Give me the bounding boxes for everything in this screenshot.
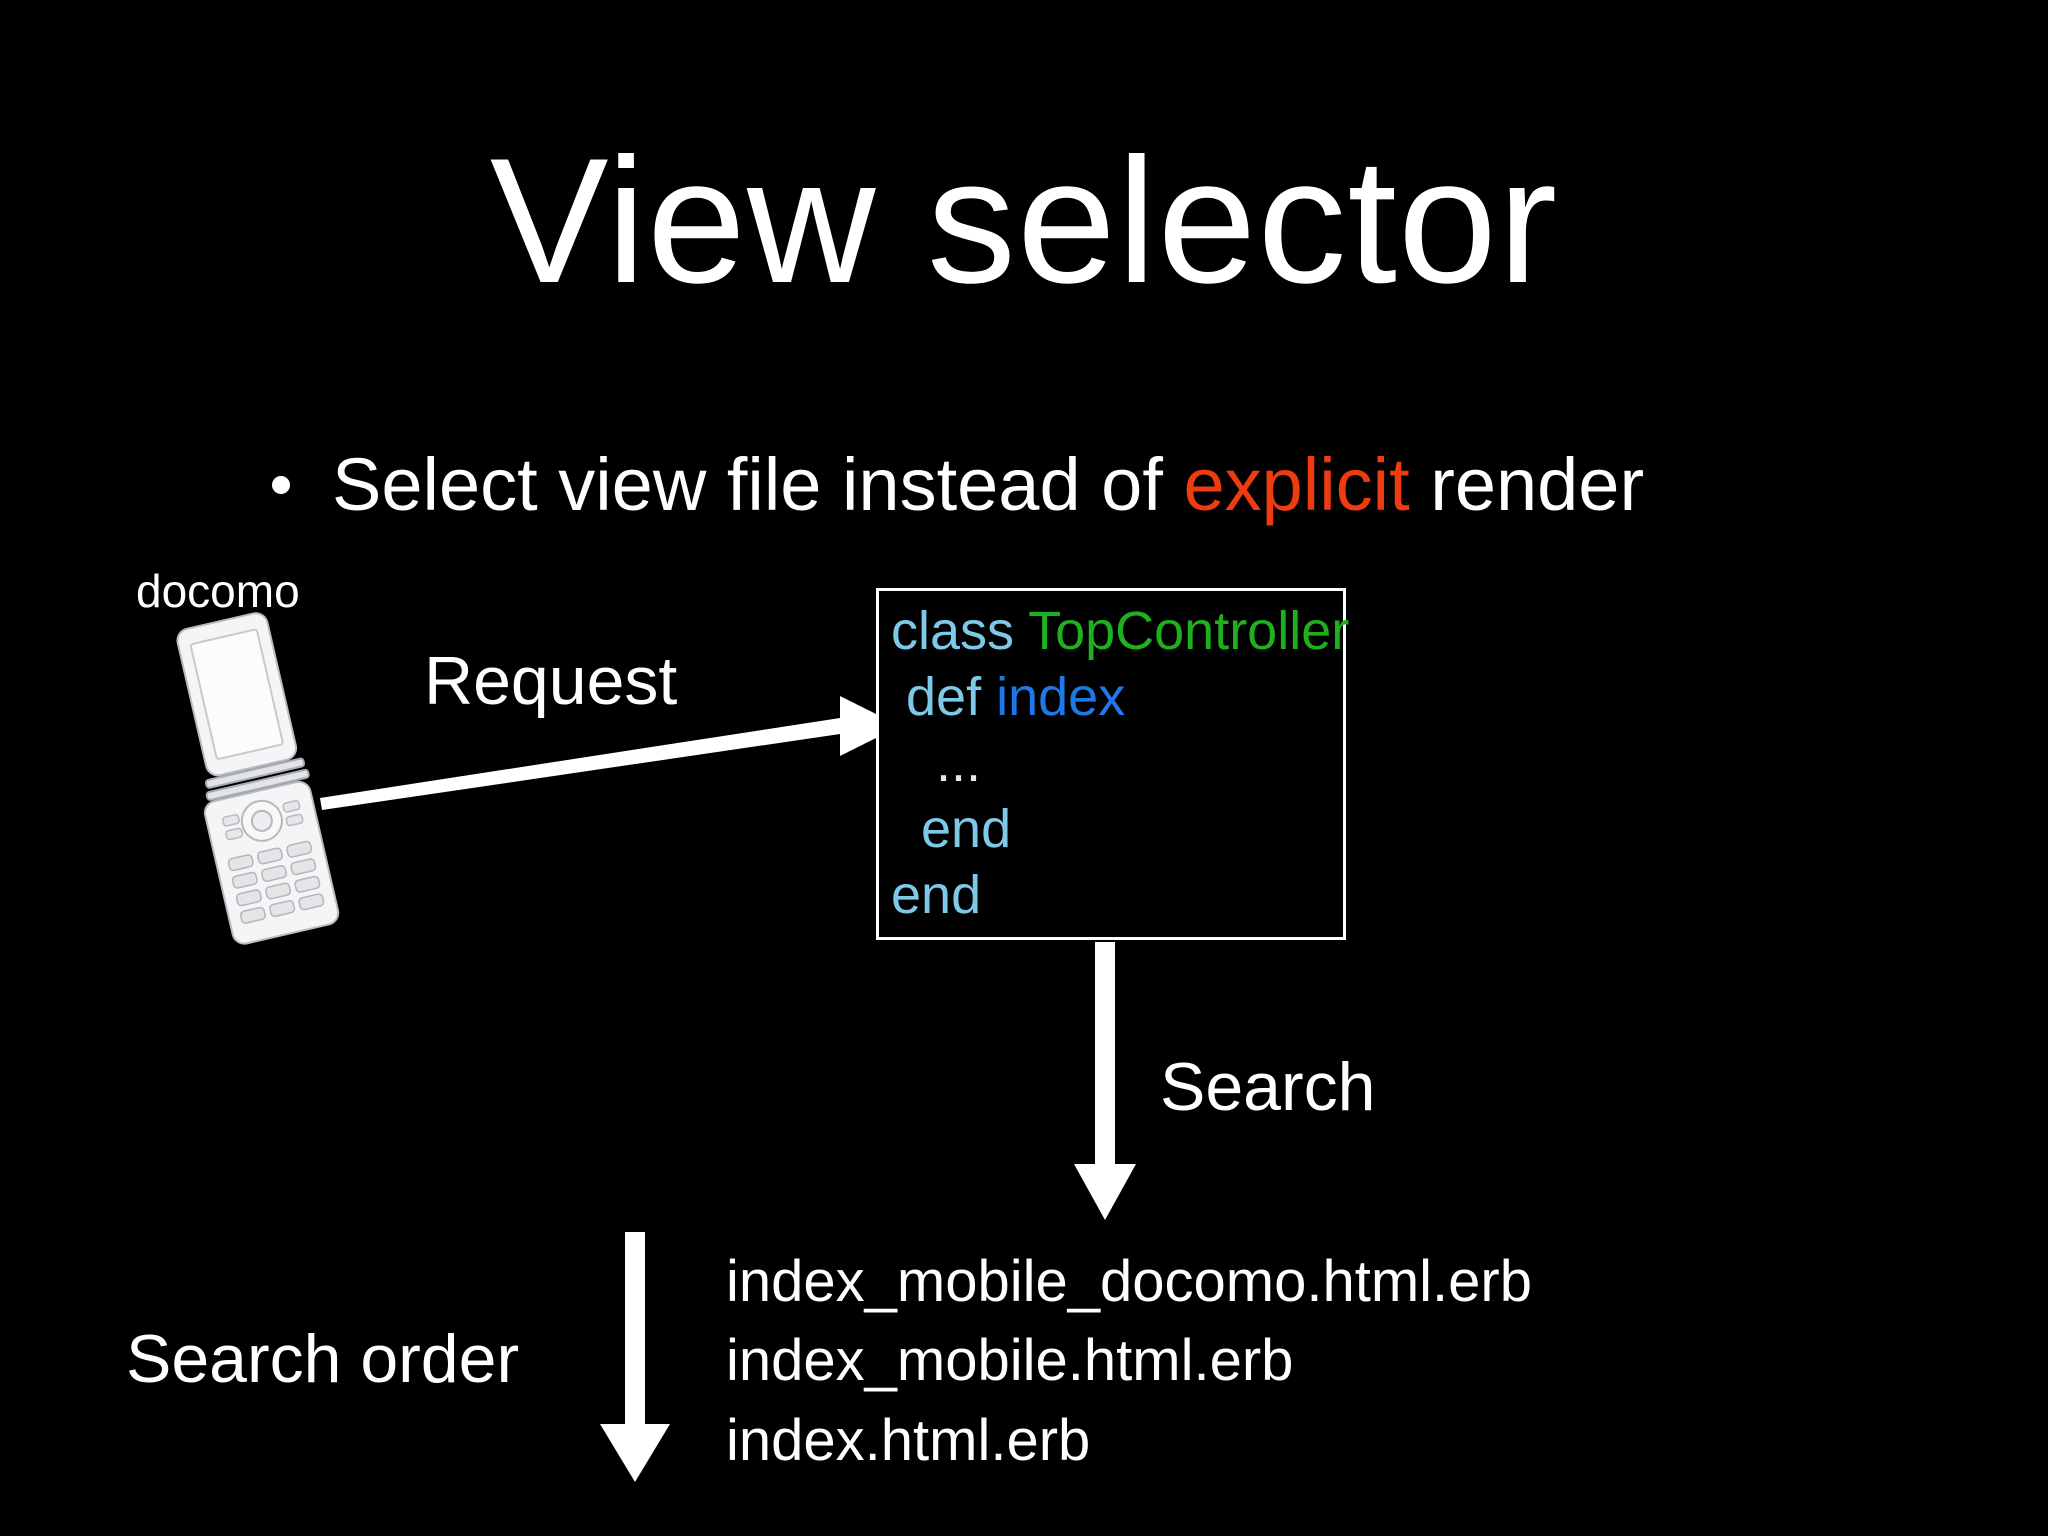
code-line-5: end	[891, 863, 1349, 929]
code-class-name: TopController	[1028, 601, 1350, 661]
bullet-marker-icon	[272, 475, 290, 494]
code-keyword-end-inner: end	[921, 798, 1012, 859]
carrier-label: docomo	[136, 565, 300, 617]
flip-phone-icon	[132, 608, 372, 948]
list-item: index.html.erb	[726, 1407, 1091, 1473]
code-line-4: end	[891, 797, 1349, 863]
request-label: Request	[424, 643, 678, 719]
code-keyword-def: def	[906, 666, 982, 727]
arrow-down-icon	[1070, 942, 1150, 1224]
list-item: index_mobile_docomo.html.erb	[726, 1249, 1532, 1314]
view-file-list: index_mobile_docomo.html.erb index_mobil…	[726, 1242, 1532, 1480]
code-method-name: index	[996, 666, 1126, 727]
bullet-text-before: Select view file instead of	[332, 443, 1184, 526]
list-item: index_mobile.html.erb	[726, 1328, 1294, 1394]
code-ellipsis: ...	[936, 732, 982, 793]
code-keyword-class: class	[891, 601, 1015, 661]
search-order-label: Search order	[126, 1321, 520, 1397]
code-line-2: def index	[891, 665, 1349, 731]
arrow-right-icon	[300, 680, 900, 820]
code-lines: class TopController def index ... end en…	[891, 599, 1349, 928]
code-snippet-box: class TopController def index ... end en…	[876, 588, 1349, 940]
search-order-arrow-icon	[598, 1232, 674, 1486]
code-line-3: ...	[891, 731, 1349, 797]
bullet-text-after: render	[1409, 443, 1645, 526]
page-title: View selector	[489, 121, 1559, 320]
code-keyword-end-outer: end	[891, 864, 982, 925]
bullet-item: Select view file instead of explicit ren…	[272, 448, 1644, 522]
code-line-1: class TopController	[891, 599, 1349, 665]
search-label: Search	[1160, 1049, 1376, 1125]
bullet-text-highlight: explicit	[1183, 443, 1410, 526]
